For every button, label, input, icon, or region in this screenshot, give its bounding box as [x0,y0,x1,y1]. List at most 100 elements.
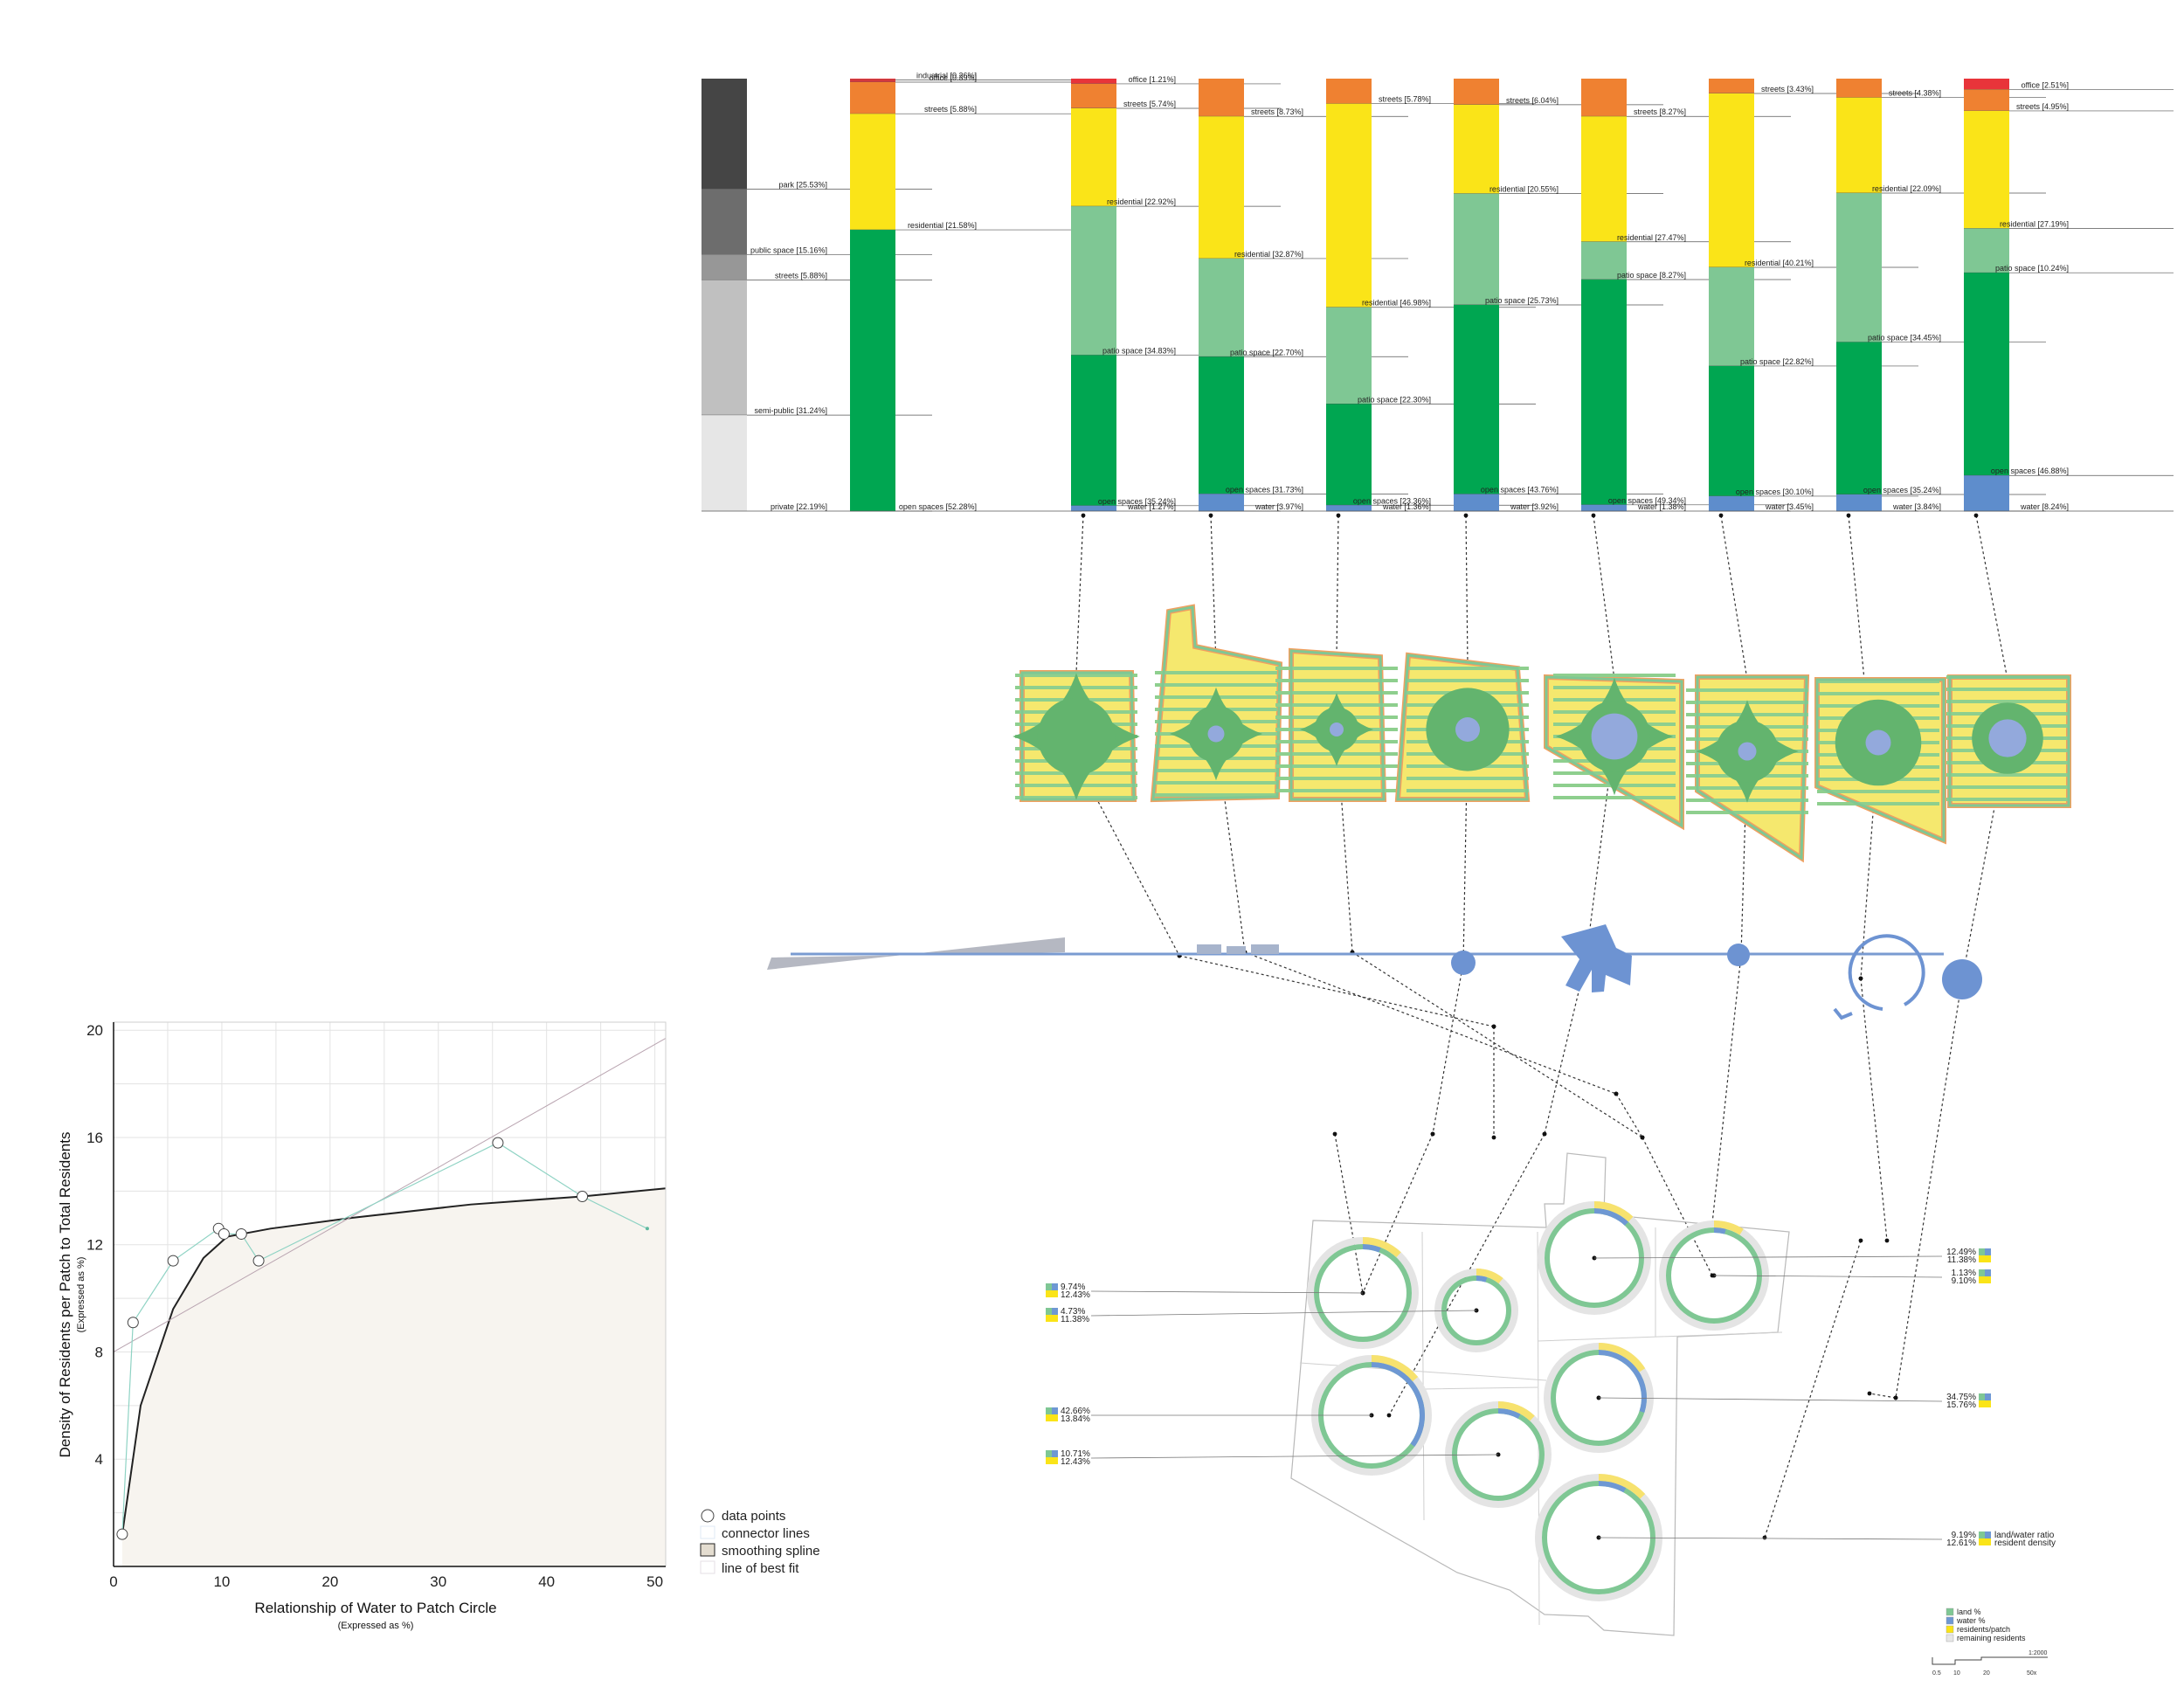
chart-data-point-1 [127,1317,139,1329]
patch-bar-3-segment-2 [1326,307,1372,404]
patch-bar-3-label-4: water [1.36%] [1382,502,1431,511]
patch-plan-1 [1013,670,1140,802]
patch-bar-1-segment-0 [1071,79,1116,84]
channel-pond-2 [1727,944,1750,966]
channel-pond-3 [1942,959,1982,999]
chart-line-of-best-fit [113,1037,667,1352]
patch-bar-4-label-3: open spaces [43.76%] [1481,486,1559,494]
zoning-bar-label-0: park [25.53%] [778,180,827,189]
patch-bar-7-label-0: streets [4.38%] [1889,89,1941,98]
ring-legend-label-0: land % [1957,1607,1981,1616]
ring-legend-scale-bar [1932,1656,2048,1665]
patch-bar-8-segment-3 [1964,228,2009,273]
ring-callout-1: 9.74%12.43% [1046,1283,1364,1300]
callout-density-value: 9.10% [1952,1276,1976,1286]
ring-water [1362,1244,1381,1253]
ring-callout-3: 42.66%13.84% [1046,1407,1372,1424]
patch-bar-2-segment-2 [1199,258,1244,357]
callout-leader [1593,1255,1943,1259]
callout-leader [1090,1310,1477,1317]
program-bar-label-2: streets [5.88%] [924,105,977,114]
callout-density-value: 11.38% [1947,1255,1976,1265]
patch-plan-water [1738,742,1757,761]
ring-residents [1598,1474,1646,1499]
channel-ring-loop [1848,934,1925,1011]
callout-density-swatch [1979,1276,1991,1283]
patch-bar-3-label-0: streets [5.78%] [1379,95,1431,104]
legend-swatch-smoothing-spline [700,1543,715,1557]
channel-ring-tail [1833,1007,1853,1020]
callout-water-swatch [1052,1283,1058,1290]
zoning-bar-label-4: private [22.19%] [771,502,827,511]
patch-plan-6 [1686,674,1810,863]
chart-x-tick-20: 20 [321,1573,338,1590]
patch-bar-3-segment-1 [1326,103,1372,308]
ring-callout-2: 4.73%11.38% [1046,1307,1477,1324]
program-bar-segment-3 [850,114,895,231]
patch-bar-1-label-3: patio space [34.83%] [1102,346,1176,355]
patch-bar-4-segment-1 [1454,104,1499,194]
callout-density-swatch [1979,1400,1991,1407]
ring-callout-5: 12.49%11.38% [1593,1248,1991,1265]
connector-line-1 [1208,513,1219,667]
patch-plan-7 [1814,677,1946,845]
patch-plan-edge [1545,675,1683,828]
callout-density-swatch [1979,1255,1991,1262]
callout-land-swatch [1046,1450,1052,1457]
patch-bar-8-label-2: residential [27.19%] [2000,220,2069,229]
legend-swatch-data-points [701,1509,715,1523]
callout-water-swatch [1052,1407,1058,1414]
patch-bar-4-segment-4 [1454,494,1499,511]
callout-leader [1090,1454,1499,1459]
connector-line-31 [1867,1391,1898,1400]
patch-bar-6-label-2: patio space [22.82%] [1740,357,1814,366]
chart-data-point-0 [116,1528,128,1540]
patch-bar-6-label-0: streets [3.43%] [1761,85,1814,93]
chart-data-point-7 [492,1137,504,1149]
ring-legend-swatch-0 [1946,1607,1954,1616]
patch-bar-8-segment-1 [1964,89,2009,111]
legend-swatch-connector-lines [700,1525,715,1539]
callout-water-swatch [1985,1531,1991,1538]
callout-density-label: resident density [1994,1538,2056,1548]
ring-legend-label-2: residents/patch [1957,1625,2010,1634]
ring-water [1598,1350,1647,1413]
chart-data-point-9 [645,1227,649,1231]
patch-bar-4-segment-3 [1454,304,1499,494]
patch-plan-5 [1544,674,1684,831]
ring-7 [1544,1343,1654,1453]
patch-bar-5-segment-0 [1581,79,1627,117]
legend-label-3: line of best fit [722,1561,799,1576]
connector-line-2 [1334,513,1341,660]
patch-bar-8-label-0: office [2.51%] [2022,80,2069,89]
patch-plan-water [1591,713,1638,760]
callout-density-swatch [1046,1290,1058,1297]
patch-bar-8-label-1: streets [4.95%] [2016,102,2069,111]
patch-bar-2-label-4: water [3.97%] [1254,502,1303,511]
callout-land-label: land/water ratio [1994,1531,2055,1540]
callout-land-swatch [1046,1283,1052,1290]
patch-bar-2: streets [8.73%]residential [32.87%]patio… [1199,79,1408,512]
patch-bar-2-segment-1 [1199,116,1244,259]
patch-plan-2 [1150,604,1283,803]
patch-bar-8: office [2.51%] streets [4.95%] residential… [1964,79,2174,512]
callout-land-value: 34.75% [1946,1393,1976,1402]
zoning-bar-segment-2 [702,254,747,280]
patch-bar-6-label-4: water [3.45%] [1765,502,1814,511]
connector-line-0 [1074,513,1086,675]
patch-bar-6: streets [3.43%] residential [40.21%] patio… [1709,79,1918,512]
patch-bar-6-label-1: residential [40.21%] [1745,259,1814,267]
patch-bar-2-label-1: residential [32.87%] [1234,250,1303,259]
ring-callout-6: 1.13%9.10% [1713,1269,1991,1286]
callout-density-swatch [1979,1538,1991,1545]
patch-bar-4-label-2: patio space [25.73%] [1485,296,1559,305]
patch-bar-2-segment-3 [1199,356,1244,494]
callout-land-value: 10.71% [1061,1449,1090,1459]
ring-residents [1713,1220,1744,1235]
zoning-bar-label-3: semi-public [31.24%] [754,406,827,415]
patch-bar-5-label-2: patio space [8.27%] [1617,271,1686,280]
patch-bar-3-segment-3 [1326,404,1372,506]
patch-bar-4-segment-0 [1454,79,1499,105]
ring-callout-7: 34.75%15.76% [1598,1393,1991,1410]
